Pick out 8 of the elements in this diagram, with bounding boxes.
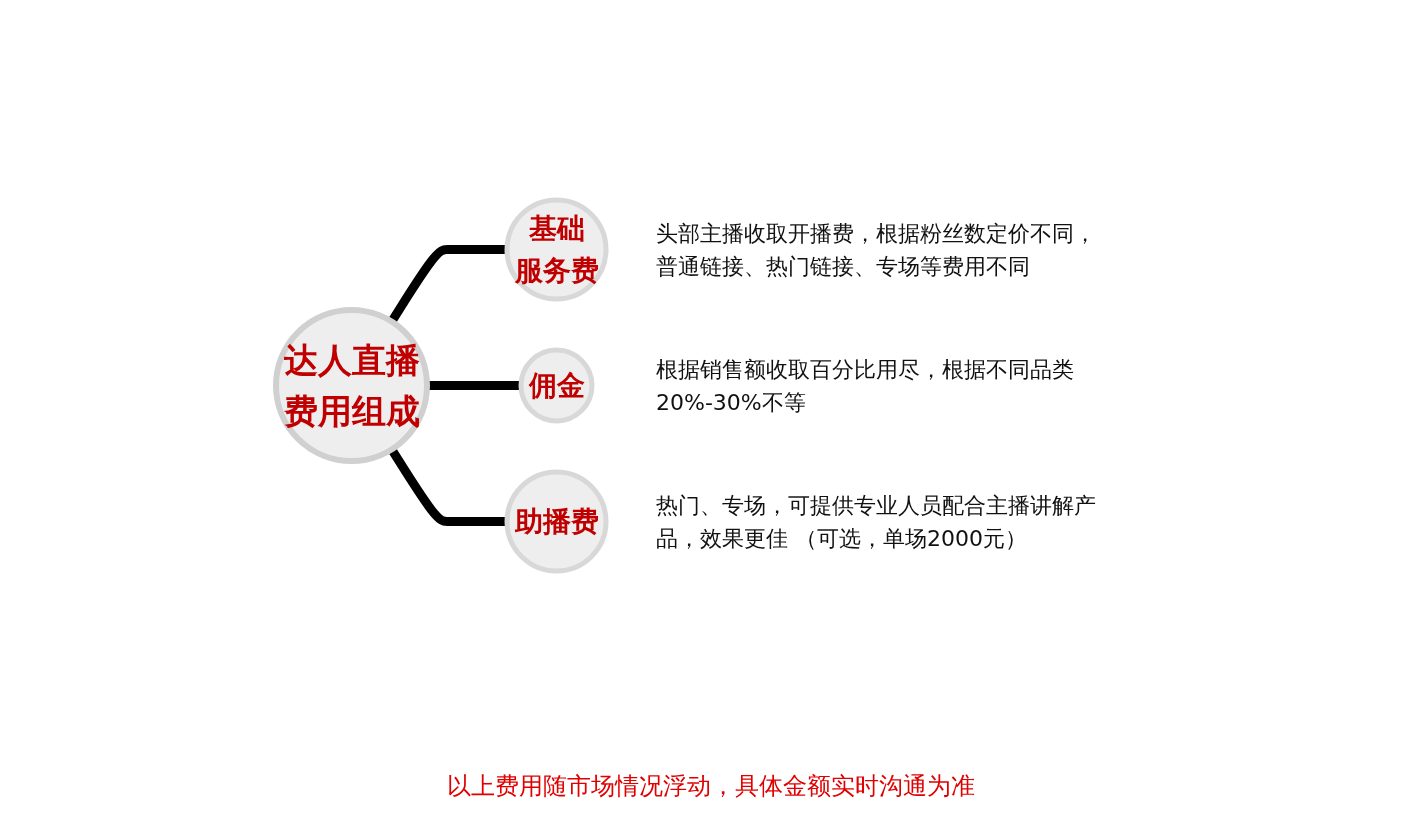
node-circle: 基础服务费 (504, 197, 608, 301)
node-label: 头部主播收取开播费，根据粉丝数定价不同，普通链接、热门链接、专场等费用不同 (655, 220, 1096, 278)
node-label: 根据销售额收取百分比用尽，根据不同品类20%-30%不等 (655, 356, 1074, 414)
node-label: 热门、专场，可提供专业人员配合主播讲解产品，效果更佳 （可选，单场2000元） (655, 492, 1096, 550)
note-text: 以上费用随市场情况浮动，具体金额实时沟通为准 (445, 771, 976, 802)
node-circle: 达人直播费用组成 (272, 306, 430, 464)
node-circle: 助播费 (504, 469, 608, 573)
node-circle: 佣金 (518, 347, 594, 423)
